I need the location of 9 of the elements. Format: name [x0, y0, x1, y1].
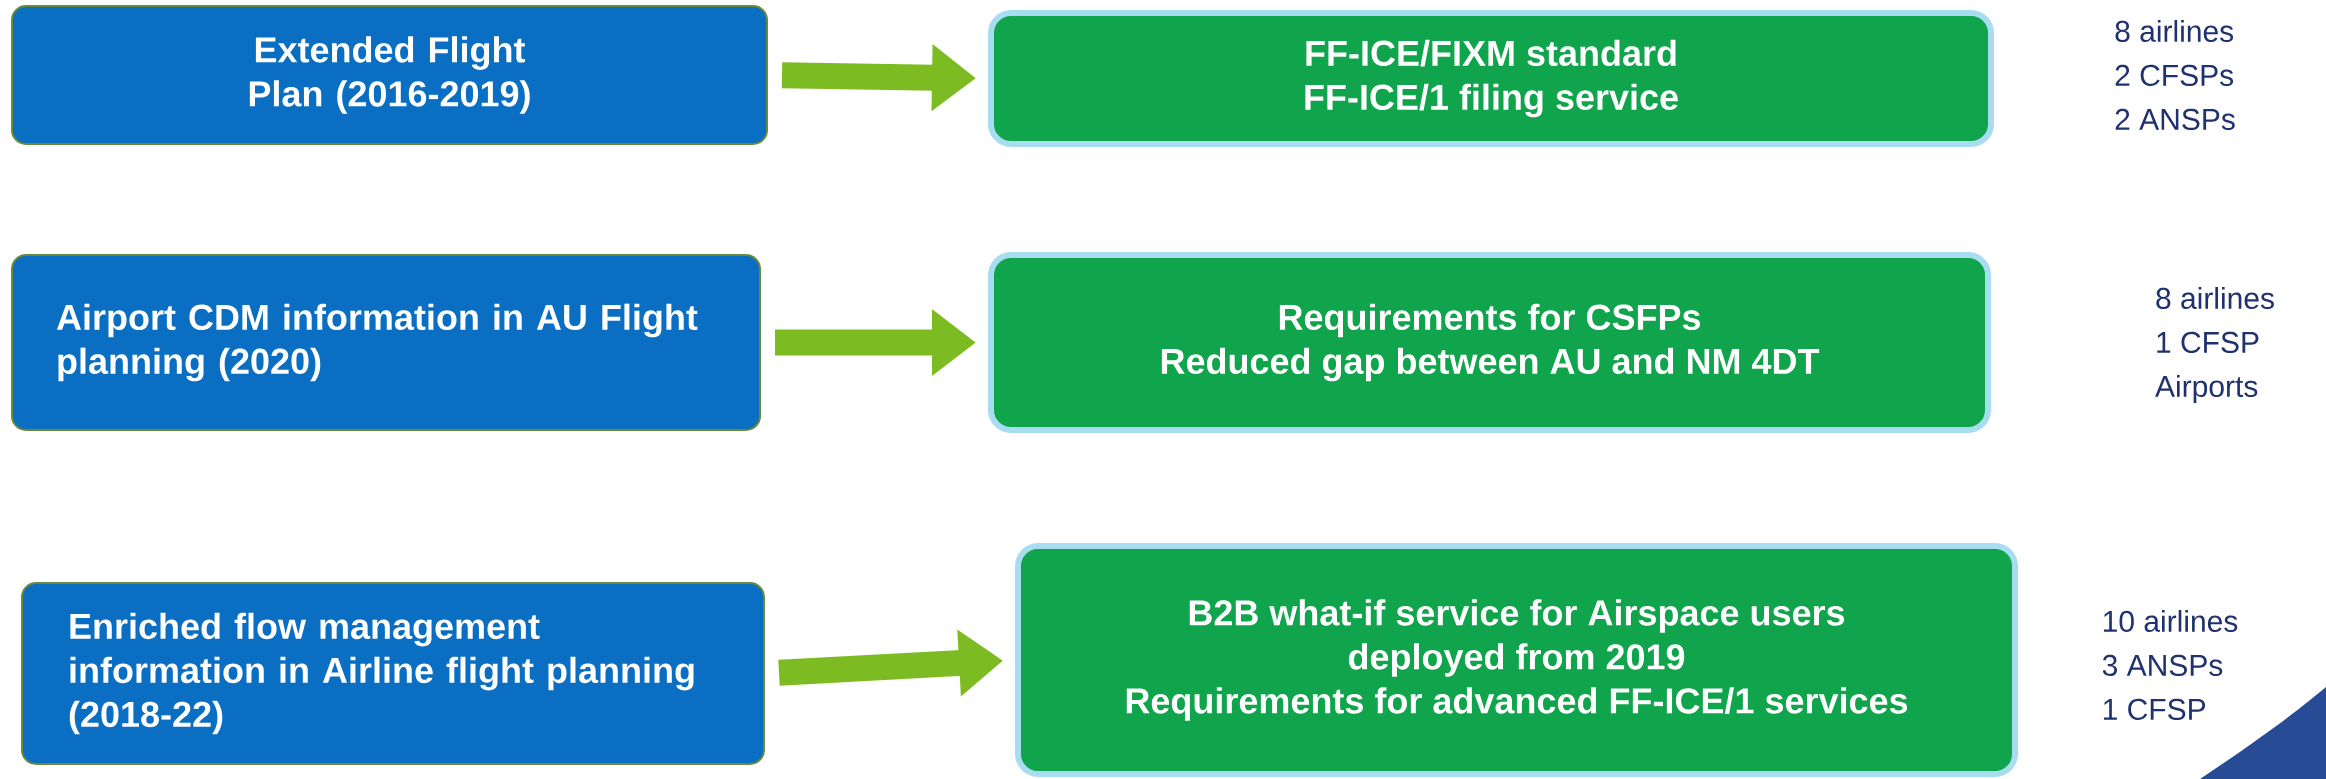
plan-box: Airport CDM information in AU Flight planning (2020): [11, 254, 761, 431]
result-box: Requirements for CSFPs Reduced gap between AU and NM 4DT: [988, 252, 1991, 433]
participant-list: 8 airlines 2 CFSPs 2 ANSPs: [2115, 20, 2235, 130]
result-box: B2B what-if service for Airspace users deployed from 2019 Requirements for advanced FF-ICE/1 services: [1015, 543, 2018, 777]
plan-box: Enriched flow management information in Airline flight planning (2018-22): [21, 582, 765, 765]
result-box: FF-ICE/FIXM standard FF-ICE/1 filing service: [988, 10, 1994, 147]
participant-list: 8 airlines 1 CFSP Airports: [2155, 287, 2274, 403]
plan-box: Extended Flight Plan (2016-2019): [11, 5, 768, 145]
participant-list: 10 airlines 3 ANSPs 1 CFSP: [2102, 610, 2238, 720]
